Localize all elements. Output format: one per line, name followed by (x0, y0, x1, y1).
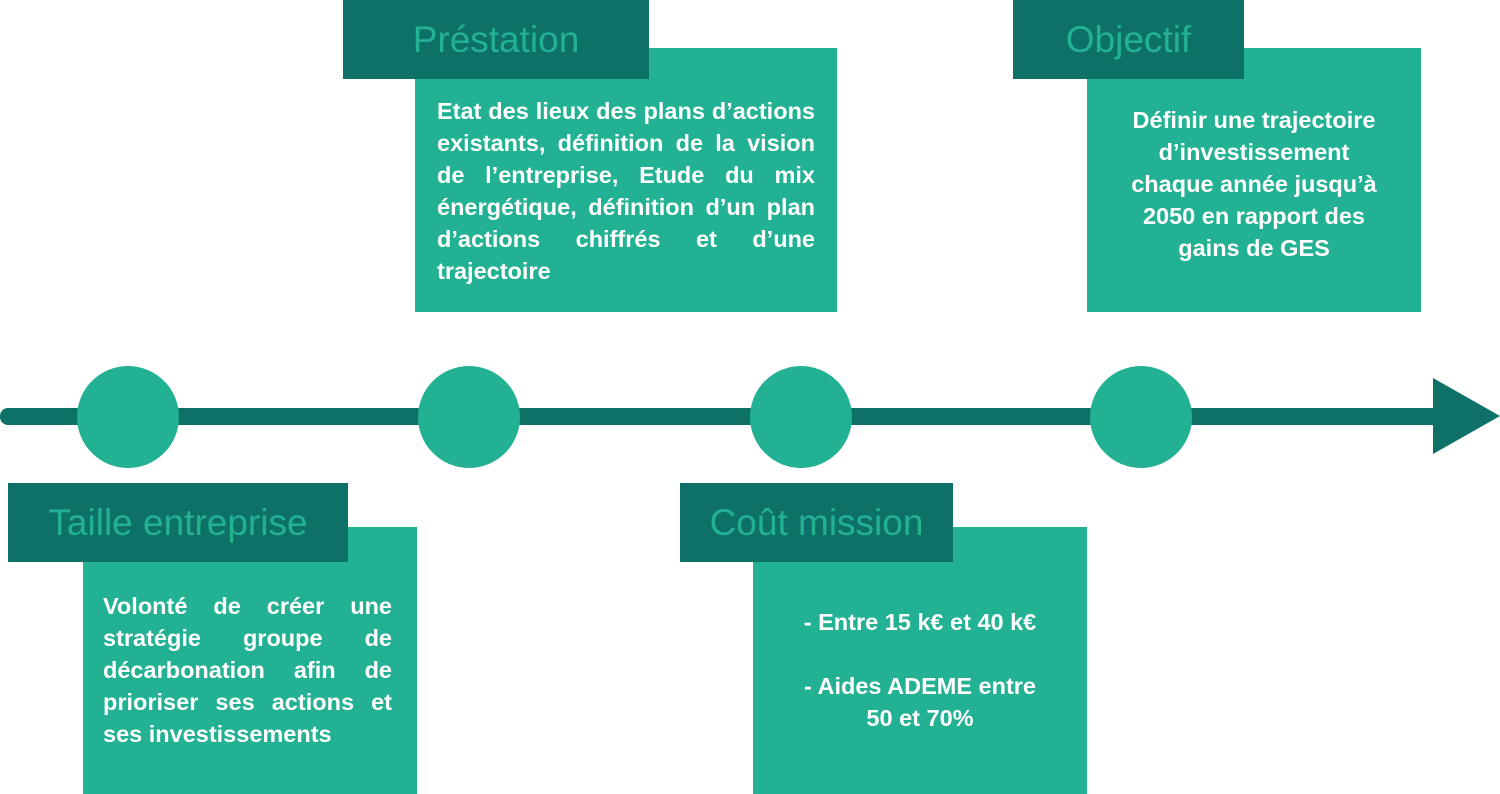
objectif-text-line: gains de GES (1178, 235, 1330, 261)
cout-mission-line-2: - Aides ADEME entre (804, 673, 1036, 699)
timeline-node-cout-mission (750, 366, 852, 468)
taille-entreprise-text: Volonté de créer une stratégie groupe de… (103, 593, 392, 747)
cout-mission-spacer (761, 638, 1079, 670)
taille-entreprise-card-body: Volonté de créer une stratégie groupe de… (83, 527, 417, 794)
objectif-text-line: chaque année jusqu’à (1131, 171, 1377, 197)
objectif-card-body: Définir une trajectoire d’investissement… (1087, 48, 1421, 312)
timeline-line (0, 408, 1450, 425)
timeline-arrow-head (1433, 378, 1500, 454)
objectif-text-line: 2050 en rapport des (1142, 203, 1366, 229)
prestation-text: Etat des lieux des plans d’actions exist… (437, 98, 815, 284)
objectif-text-line: Définir une trajectoire (1132, 107, 1376, 133)
objectif-title-text: Objectif (1065, 19, 1192, 60)
cout-mission-card-body: - Entre 15 k€ et 40 k€ - Aides ADEME ent… (753, 527, 1087, 794)
taille-entreprise-title-text: Taille entreprise (48, 502, 308, 543)
objectif-card-title: Objectif (1013, 0, 1244, 79)
cout-mission-title-text: Coût mission (709, 502, 924, 543)
prestation-card-body: Etat des lieux des plans d’actions exist… (415, 48, 837, 312)
timeline-node-objectif (1090, 366, 1192, 468)
timeline-node-prestation (418, 366, 520, 468)
cout-mission-card-title: Coût mission (680, 483, 953, 562)
taille-entreprise-card-title: Taille entreprise (8, 483, 348, 562)
objectif-text-line: d’investissement (1158, 139, 1350, 165)
timeline-node-taille-entreprise (77, 366, 179, 468)
prestation-card-title: Préstation (343, 0, 649, 79)
cout-mission-line-3: 50 et 70% (866, 705, 974, 731)
prestation-title-text: Préstation (412, 19, 580, 60)
cout-mission-line-1: - Entre 15 k€ et 40 k€ (803, 609, 1037, 635)
